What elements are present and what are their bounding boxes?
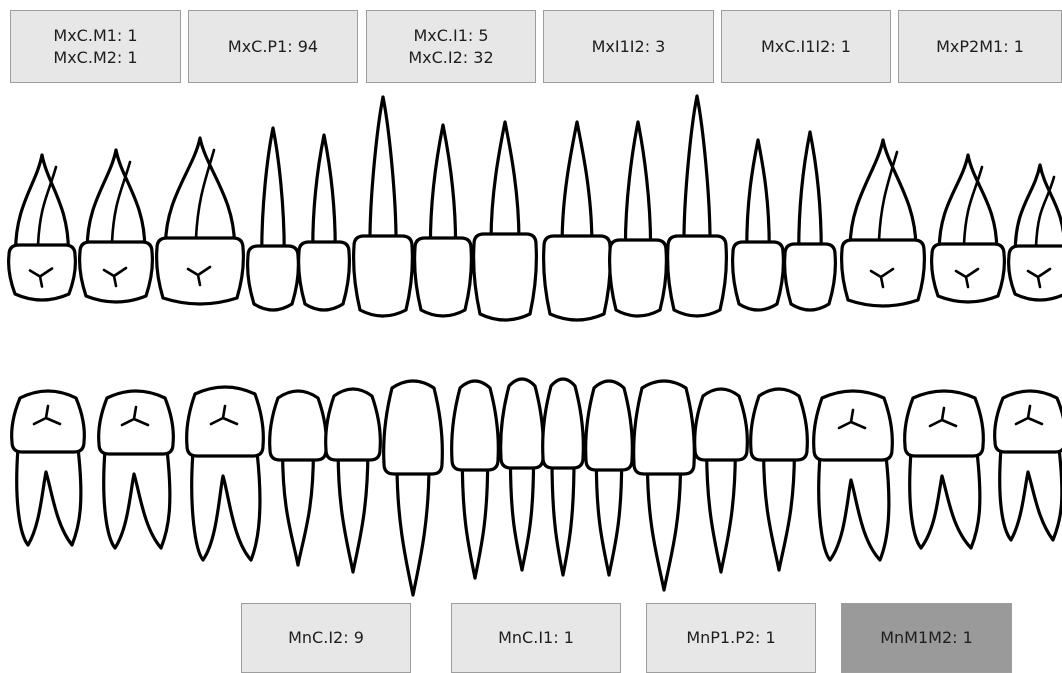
label-line: MxC.P1: 94 xyxy=(228,36,318,58)
upper-tooth-molar-icon xyxy=(1009,165,1062,300)
lower-tooth-incisor-icon xyxy=(501,379,544,570)
lower-tooth-molar-icon xyxy=(995,391,1062,540)
label-line: MxP2M1: 1 xyxy=(936,36,1024,58)
lower-tooth-molar-icon xyxy=(99,391,174,548)
upper-tooth-molar-icon xyxy=(842,140,925,306)
lower-tooth-premolar-icon xyxy=(695,389,748,572)
upper-tooth-incisor-icon xyxy=(544,122,611,320)
label-line: MxC.M1: 1 xyxy=(53,25,137,47)
upper-tooth-premolar-icon xyxy=(785,132,836,310)
upper-tooth-canine-icon xyxy=(668,96,727,316)
upper-tooth-canine-icon xyxy=(354,97,413,316)
lower-tooth-molar-icon xyxy=(814,391,893,560)
label-mnm1m2: MnM1M2: 1 xyxy=(841,603,1012,673)
upper-tooth-premolar-icon xyxy=(299,135,350,310)
mandibular-arch xyxy=(12,379,1062,595)
upper-tooth-molar-icon xyxy=(80,150,153,302)
lower-tooth-canine-icon xyxy=(634,381,695,590)
label-line: MxC.I1: 5 xyxy=(413,25,488,47)
label-mnp1-p2: MnP1.P2: 1 xyxy=(646,603,816,673)
label-mxi1i2: MxI1I2: 3 xyxy=(543,10,714,83)
label-line: MxI1I2: 3 xyxy=(592,36,666,58)
lower-tooth-molar-icon xyxy=(12,391,85,545)
lower-tooth-incisor-icon xyxy=(543,379,584,575)
lower-tooth-incisor-icon xyxy=(586,381,633,575)
lower-tooth-incisor-icon xyxy=(452,381,499,578)
label-line: MxC.M2: 1 xyxy=(53,47,137,69)
label-line: MxC.I1I2: 1 xyxy=(761,36,851,58)
label-line: MnC.I2: 9 xyxy=(288,627,364,649)
lower-tooth-premolar-icon xyxy=(270,391,327,565)
upper-tooth-molar-icon xyxy=(932,155,1005,302)
lower-tooth-molar-icon xyxy=(905,391,984,548)
label-mxp2m1: MxP2M1: 1 xyxy=(898,10,1062,83)
label-mxc-i1-i2: MxC.I1: 5 MxC.I2: 32 xyxy=(366,10,536,83)
upper-tooth-incisor-icon xyxy=(415,125,472,316)
label-line: MnM1M2: 1 xyxy=(880,627,973,649)
label-line: MnC.I1: 1 xyxy=(498,627,574,649)
upper-tooth-molar-icon xyxy=(157,138,244,304)
upper-tooth-incisor-icon xyxy=(610,122,667,316)
label-line: MxC.I2: 32 xyxy=(408,47,493,69)
upper-tooth-premolar-icon xyxy=(733,140,784,310)
label-mxc-m1-m2: MxC.M1: 1 MxC.M2: 1 xyxy=(10,10,181,83)
label-line: MnP1.P2: 1 xyxy=(686,627,775,649)
upper-tooth-molar-icon xyxy=(9,155,76,300)
upper-tooth-incisor-icon xyxy=(474,122,537,320)
lower-tooth-premolar-icon xyxy=(326,389,381,572)
label-mnc-i2: MnC.I2: 9 xyxy=(241,603,411,673)
label-mnc-i1: MnC.I1: 1 xyxy=(451,603,621,673)
maxillary-arch xyxy=(9,96,1062,320)
label-mxc-p1: MxC.P1: 94 xyxy=(188,10,358,83)
lower-tooth-premolar-icon xyxy=(751,389,808,570)
lower-tooth-canine-icon xyxy=(384,381,443,595)
label-mxc-i1i2: MxC.I1I2: 1 xyxy=(721,10,891,83)
lower-tooth-molar-icon xyxy=(187,387,264,560)
upper-tooth-premolar-icon xyxy=(248,128,299,310)
